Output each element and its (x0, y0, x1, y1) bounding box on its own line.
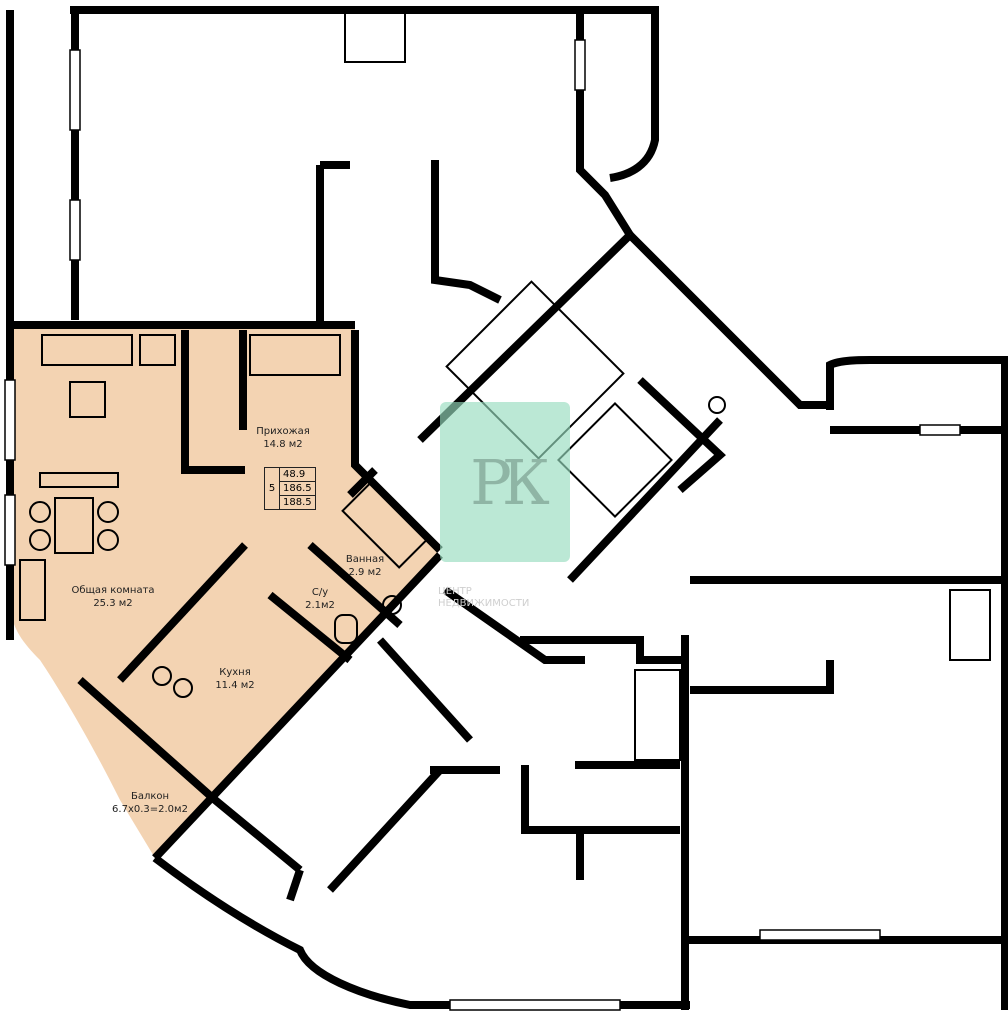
windows (4, 39, 961, 1011)
watermark-logo: РК (440, 402, 570, 562)
apartment-number: 5 (265, 468, 280, 509)
room-area: 11.4 м2 (215, 680, 255, 691)
room-name: Ванная (345, 554, 385, 565)
area-value: 186.5 (280, 482, 315, 496)
sink (382, 595, 402, 615)
tv-stand (39, 472, 119, 488)
room-name: Общая комната (71, 585, 155, 596)
stairs-apartment (249, 334, 341, 376)
area-value: 48.9 (280, 468, 315, 482)
apartment-5-area (10, 325, 440, 858)
cabinet (19, 559, 46, 621)
armchair (139, 334, 176, 366)
room-area: 25.3 м2 (93, 598, 133, 609)
dining-table (54, 497, 94, 554)
room-label-kitchen: Кухня 11.4 м2 (215, 666, 254, 692)
room-label-balcony: Балкон 6.7х0.3=2.0м2 (112, 790, 188, 816)
room-area: 6.7х0.3=2.0м2 (112, 804, 188, 815)
bathtub (341, 481, 429, 569)
stairs-top (344, 11, 406, 63)
room-area: 2.9 м2 (348, 567, 382, 578)
watermark-text: ЦЕНТР НЕДВИЖИМОСТИ (438, 586, 529, 610)
table (69, 381, 106, 418)
watermark-line-2: НЕДВИЖИМОСТИ (438, 598, 530, 609)
watermark-line-1: ЦЕНТР (438, 586, 472, 597)
furniture (19, 11, 991, 761)
room-label-hallway: Прихожая 14.8 м2 (256, 425, 310, 451)
room-label-toilet: С/у 2.1м2 (305, 586, 335, 612)
room-label-bathroom: Ванная 2.9 м2 (346, 553, 384, 579)
room-name: Кухня (219, 667, 251, 678)
apartment-area-box: 5 48.9 186.5 188.5 (264, 467, 316, 510)
elevator (557, 402, 673, 518)
room-label-living-room: Общая комната 25.3 м2 (71, 584, 154, 610)
stairs-right (949, 589, 991, 661)
room-name: Балкон (130, 791, 170, 802)
toilet (334, 614, 358, 644)
area-value: 188.5 (283, 497, 312, 508)
stairs-middle (634, 669, 681, 761)
room-area: 14.8 м2 (263, 439, 303, 450)
sofa (41, 334, 133, 366)
room-area: 2.1м2 (305, 600, 335, 611)
room-name: Прихожая (256, 426, 310, 437)
room-name: С/у (311, 587, 329, 598)
